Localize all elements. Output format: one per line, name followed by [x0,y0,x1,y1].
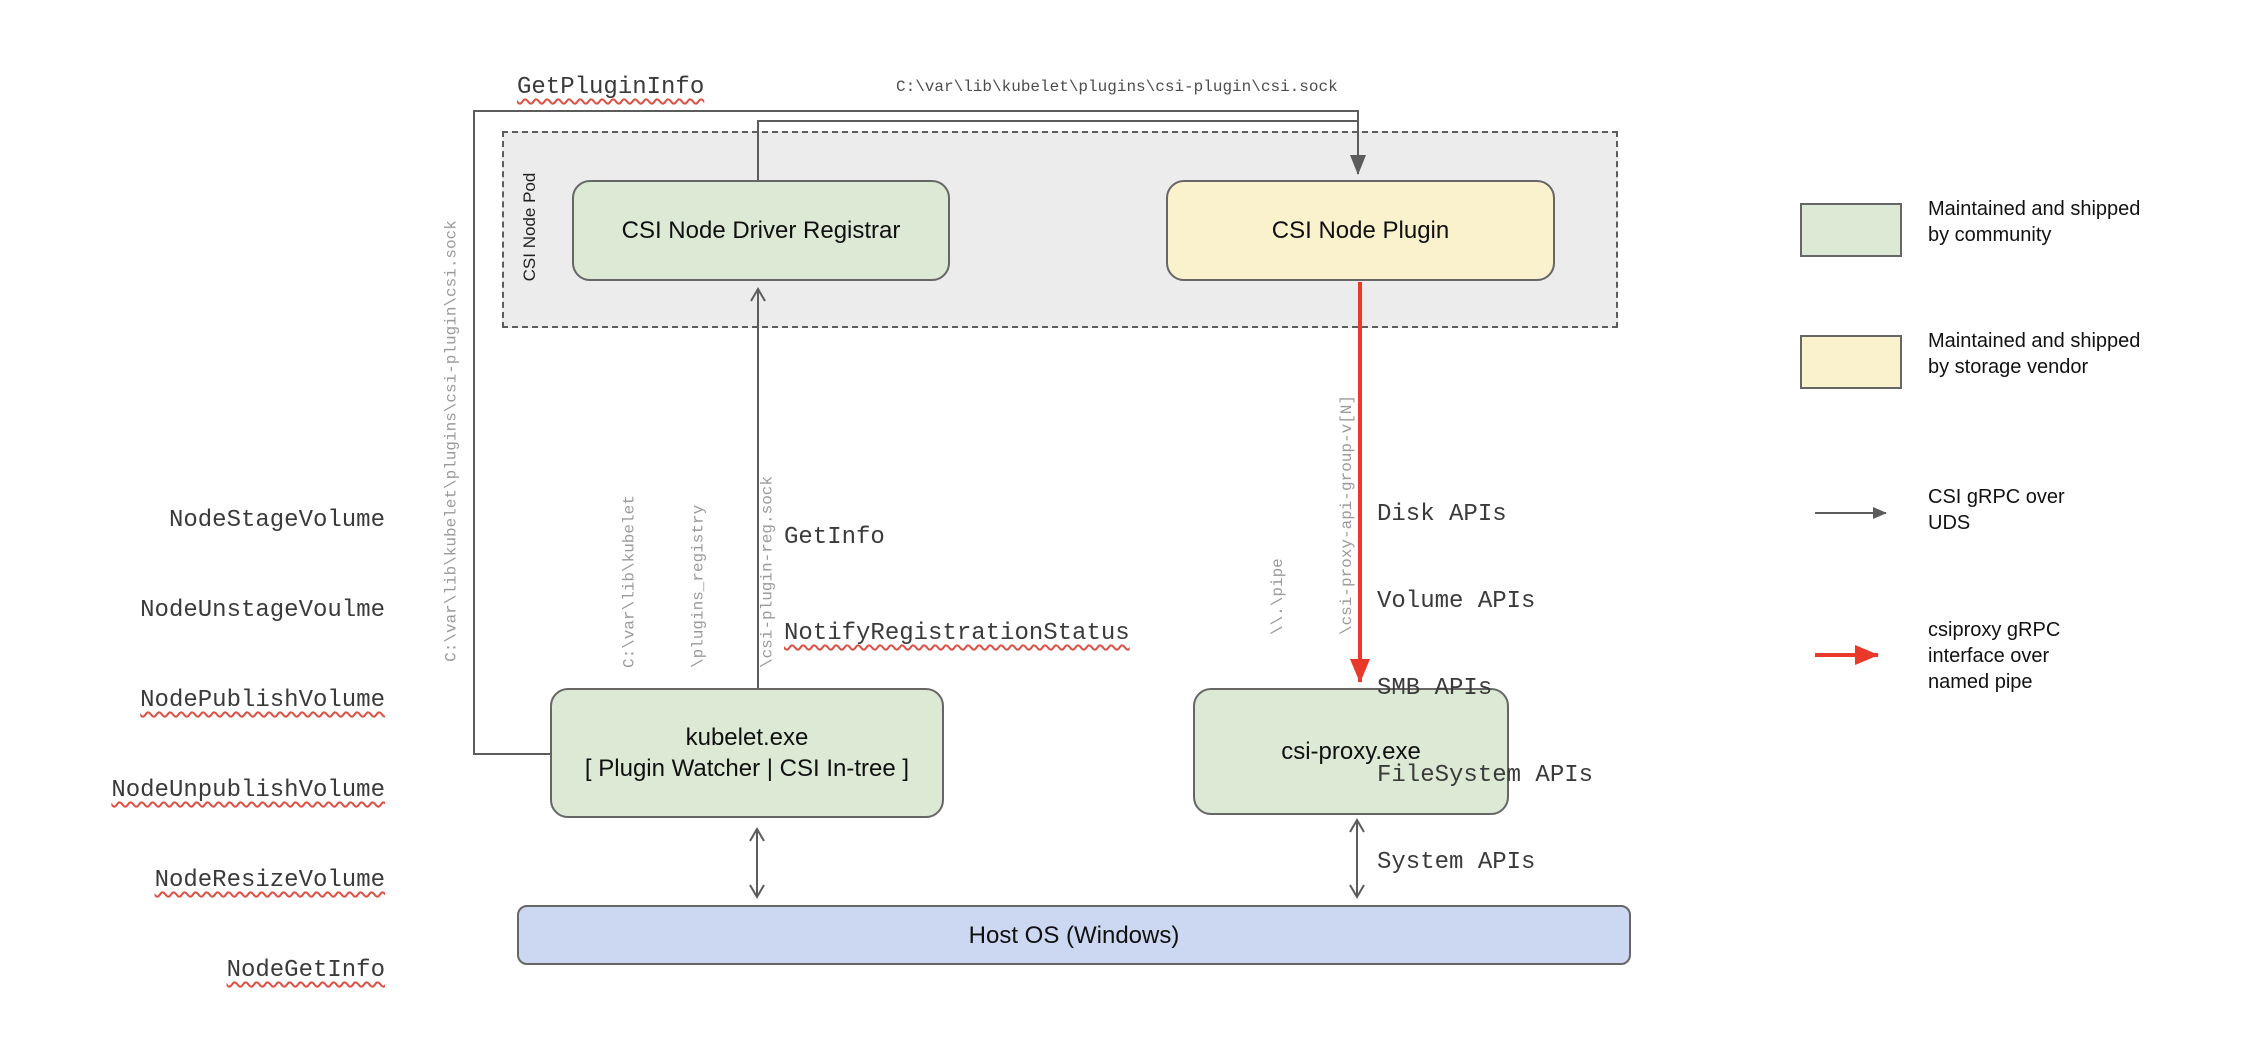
legend-text-line: by community [1928,224,2052,246]
plugin-registry-path-line: \csi-plugin-reg.sock [758,475,777,669]
kubelet-label-line2: [ Plugin Watcher | CSI In-tree ] [584,755,910,782]
legend-text-line: interface over [1928,645,2050,667]
csi-sock-path-top-label: C:\var\lib\kubelet\plugins\csi-plugin\cs… [896,78,1338,96]
proxy-api-item: SMB APIs [1377,675,1493,702]
legend-community-text: Maintained and shipped by community [1928,196,2140,248]
node-method-item: NodeUnstageVoulme [140,597,385,624]
plugin-registry-path-line: \plugins_registry [689,504,708,669]
proxy-api-item: Disk APIs [1377,501,1507,528]
node-method-item: NodeUnpublishVolume [111,777,385,804]
csi-node-driver-registrar-box: CSI Node Driver Registrar [572,180,950,281]
host-os-label: Host OS (Windows) [968,921,1180,949]
plugin-registry-path-line: C:\var\lib\kubelet [620,495,639,669]
legend-csi-grpc-text: CSI gRPC over UDS [1928,484,2065,536]
legend-text-line: csiproxy gRPC [1928,619,2061,641]
legend-text-line: Maintained and shipped [1928,198,2141,220]
csi-sock-path-left-label: C:\var\lib\kubelet\plugins\csi-plugin\cs… [442,220,461,662]
node-method-item: NodeStageVolume [168,507,385,534]
legend-text-line: UDS [1928,512,1971,534]
legend-vendor-swatch [1800,335,1902,389]
legend-text-line: named pipe [1928,671,2033,693]
node-method-item: NodeResizeVolume [154,867,385,894]
registrar-label: CSI Node Driver Registrar [621,217,901,244]
registration-rpc-labels: GetInfo NotifyRegistrationStatus [784,458,1130,714]
legend-text-line: by storage vendor [1928,356,2089,378]
get-plugin-info-label: GetPluginInfo [517,74,705,101]
legend-csiproxy-grpc-text: csiproxy gRPC interface over named pipe [1928,617,2060,695]
host-os-box: Host OS (Windows) [517,905,1631,965]
proxy-api-list: Disk APIs Volume APIs SMB APIs FileSyste… [1377,442,1593,935]
notify-registration-status-label: NotifyRegistrationStatus [784,620,1130,647]
named-pipe-path-line: \csi-proxy-api-group-v[N] [1338,394,1356,636]
legend-vendor-text: Maintained and shipped by storage vendor [1928,328,2140,380]
csi-node-plugin-box: CSI Node Plugin [1166,180,1555,281]
legend-text-line: CSI gRPC over [1928,486,2065,508]
proxy-api-item: Volume APIs [1377,588,1536,615]
node-methods-list: NodeStageVolume NodeUnstageVoulme NodePu… [100,446,385,1044]
legend-community-swatch [1800,203,1902,257]
node-method-item: NodeGetInfo [226,957,385,984]
legend-text-line: Maintained and shipped [1928,330,2141,352]
csi-node-pod-label: CSI Node Pod [520,172,539,282]
proxy-api-item: System APIs [1377,849,1536,876]
get-info-label: GetInfo [784,524,885,551]
kubelet-label-line1: kubelet.exe [685,724,809,751]
proxy-api-item: FileSystem APIs [1377,762,1594,789]
plugin-label: CSI Node Plugin [1271,217,1450,244]
node-method-item: NodePublishVolume [140,687,385,714]
named-pipe-path-line: \\.\pipe [1269,558,1287,636]
